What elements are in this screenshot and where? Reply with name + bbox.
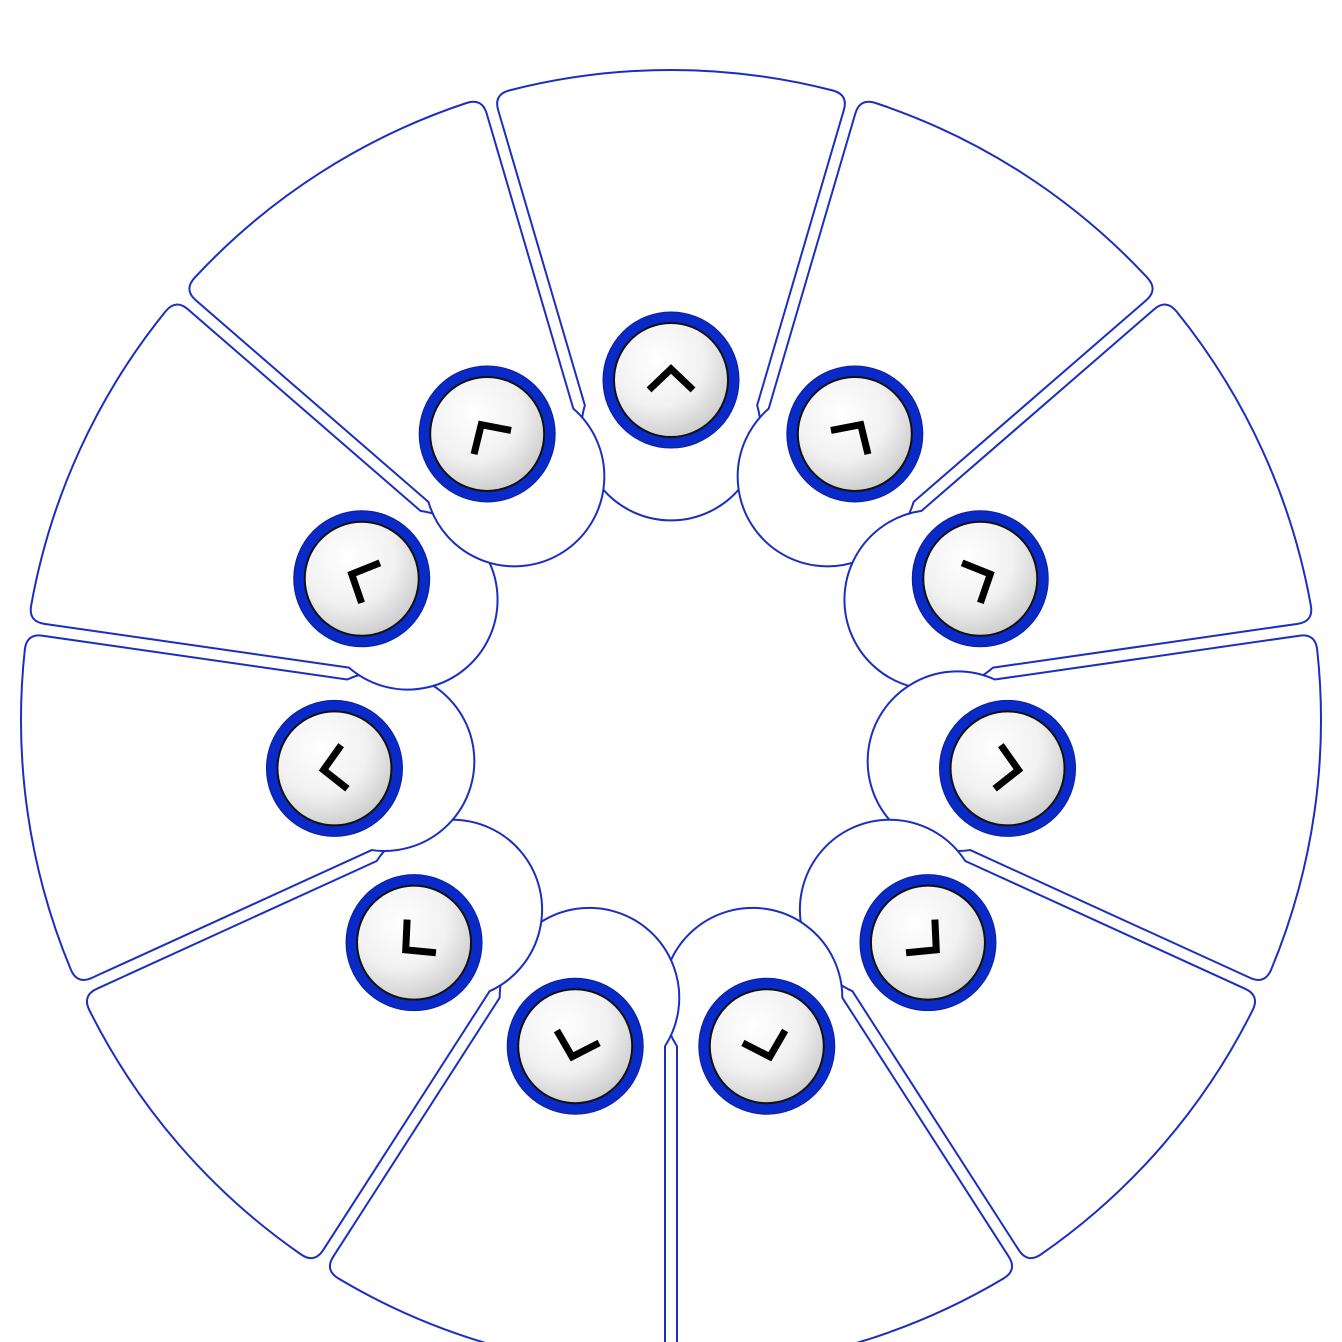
button-face <box>429 375 546 492</box>
button-face <box>517 988 634 1105</box>
button-face <box>949 710 1066 827</box>
arrow-right-down-icon <box>905 919 940 957</box>
direction-button[interactable] <box>786 365 924 503</box>
button-face <box>303 520 420 637</box>
segments-layer <box>20 68 1322 1342</box>
button-face <box>922 520 1039 637</box>
direction-button[interactable] <box>506 977 644 1115</box>
direction-button[interactable] <box>602 311 740 449</box>
direction-button[interactable] <box>911 510 1049 648</box>
direction-button[interactable] <box>939 699 1077 837</box>
button-face <box>356 884 473 1001</box>
button-face <box>869 884 986 1001</box>
arrow-up-left-icon <box>470 420 512 456</box>
arrow-up-right-icon <box>830 420 872 456</box>
arrow-down-right-icon <box>741 1028 789 1062</box>
arrow-right-up-icon <box>960 559 995 605</box>
arrow-up-icon <box>646 364 696 393</box>
button-face <box>276 710 393 827</box>
direction-button[interactable] <box>859 874 997 1012</box>
direction-button[interactable] <box>698 977 836 1115</box>
button-face <box>613 322 729 438</box>
arrow-left-icon <box>318 743 350 792</box>
direction-button[interactable] <box>418 365 556 503</box>
buttons-layer <box>265 311 1077 1115</box>
direction-button[interactable] <box>265 699 403 837</box>
arrow-right-icon <box>992 743 1024 792</box>
arrow-left-up-icon <box>347 559 382 605</box>
direction-button[interactable] <box>345 874 483 1012</box>
button-face <box>796 375 913 492</box>
arrow-left-down-icon <box>402 919 437 957</box>
arrow-down-left-icon <box>553 1028 601 1062</box>
button-face <box>708 988 825 1105</box>
direction-button[interactable] <box>293 510 431 648</box>
